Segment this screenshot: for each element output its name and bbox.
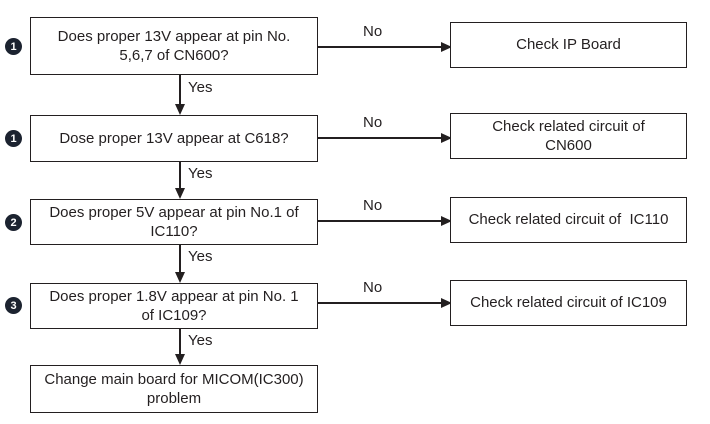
no-label-2: No bbox=[363, 114, 383, 131]
no-arrowhead-icon-2 bbox=[441, 133, 452, 143]
no-arrow-line-2 bbox=[318, 137, 442, 139]
no-label-3: No bbox=[363, 197, 383, 214]
action-box-check-ic109-circuit: Check related circuit of IC109 bbox=[450, 280, 687, 326]
question-box-cn600-13v: Does proper 13V appear at pin No. 5,6,7 … bbox=[30, 17, 318, 75]
no-arrowhead-icon-3 bbox=[441, 216, 452, 226]
no-arrow-line-3 bbox=[318, 220, 442, 222]
yes-arrow-line-1 bbox=[179, 75, 181, 104]
yes-arrowhead-icon-4 bbox=[175, 354, 185, 365]
no-arrowhead-icon-4 bbox=[441, 298, 452, 308]
yes-label-4: Yes bbox=[188, 332, 213, 349]
no-arrowhead-icon-1 bbox=[441, 42, 452, 52]
yes-label-2: Yes bbox=[188, 165, 213, 182]
no-arrow-line-4 bbox=[318, 302, 442, 304]
yes-label-3: Yes bbox=[188, 248, 213, 265]
no-label-1: No bbox=[363, 23, 383, 40]
yes-arrowhead-icon-1 bbox=[175, 104, 185, 115]
no-arrow-line-1 bbox=[318, 46, 442, 48]
no-label-4: No bbox=[363, 279, 383, 296]
step-marker-3: 2 bbox=[5, 214, 22, 231]
final-box-change-main-board: Change main board for MICOM(IC300) probl… bbox=[30, 365, 318, 413]
yes-arrow-line-2 bbox=[179, 161, 181, 188]
question-box-c618-13v: Dose proper 13V appear at C618? bbox=[30, 115, 318, 162]
step-marker-4: 3 bbox=[5, 297, 22, 314]
yes-arrowhead-icon-3 bbox=[175, 272, 185, 283]
yes-arrow-line-4 bbox=[179, 328, 181, 354]
yes-arrow-line-3 bbox=[179, 244, 181, 272]
action-box-check-cn600-circuit: Check related circuit of CN600 bbox=[450, 113, 687, 159]
action-box-check-ic110-circuit: Check related circuit of IC110 bbox=[450, 197, 687, 243]
step-marker-1: 1 bbox=[5, 38, 22, 55]
yes-label-1: Yes bbox=[188, 79, 213, 96]
question-box-ic109-1v8: Does proper 1.8V appear at pin No. 1 of … bbox=[30, 283, 318, 329]
action-box-check-ip-board: Check IP Board bbox=[450, 22, 687, 68]
yes-arrowhead-icon-2 bbox=[175, 188, 185, 199]
question-box-ic110-5v: Does proper 5V appear at pin No.1 of IC1… bbox=[30, 199, 318, 245]
step-marker-2: 1 bbox=[5, 130, 22, 147]
